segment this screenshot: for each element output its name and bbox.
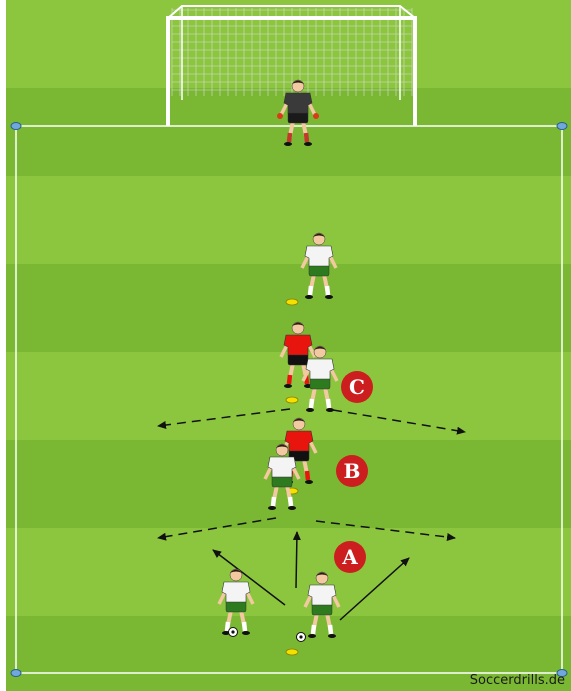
- cone-icon: [285, 648, 299, 656]
- player-white-icon: [217, 568, 255, 635]
- grass-stripe: [6, 528, 571, 616]
- watermark: Soccerdrills.de: [469, 673, 565, 688]
- player-red-icon: [279, 321, 317, 388]
- station-label-a: A: [341, 545, 358, 569]
- player-white-icon: [263, 443, 301, 510]
- field-boundary: [15, 125, 563, 674]
- goalkeeper-icon: [277, 79, 319, 146]
- cone-icon: [285, 298, 299, 306]
- run-arrow-icon: [315, 520, 456, 541]
- station-badge-b: B: [336, 455, 368, 487]
- marker-disc-icon: [556, 669, 568, 677]
- pass-arrow-icon: [212, 549, 286, 606]
- marker-disc-icon: [556, 122, 568, 130]
- player-white-icon: [300, 232, 338, 299]
- cone-icon: [285, 396, 299, 404]
- balls: [228, 627, 306, 642]
- player-white-icon: [303, 571, 341, 638]
- station-label-c: C: [349, 375, 365, 399]
- grass-stripe: [6, 176, 571, 264]
- pass-arrow-icon: [339, 557, 410, 621]
- pass-arrows: [212, 531, 410, 621]
- grass-stripe: [6, 352, 571, 440]
- ball-icon: [296, 632, 306, 642]
- marker-disc-icon: [10, 669, 22, 677]
- run-arrow-icon: [332, 409, 466, 435]
- corner-markers: [10, 122, 568, 677]
- station-label-b: B: [344, 459, 361, 483]
- players: [217, 79, 341, 638]
- run-arrow-icon: [157, 408, 291, 429]
- pass-arrow-icon: [292, 531, 301, 589]
- marker-disc-icon: [10, 122, 22, 130]
- player-white-icon: [301, 345, 339, 412]
- goal-icon: [166, 5, 417, 126]
- run-arrows: [157, 408, 466, 541]
- grass-stripe: [6, 0, 571, 88]
- station-badge-c: C: [341, 371, 373, 403]
- run-arrow-icon: [157, 517, 277, 541]
- ball-icon: [228, 627, 238, 637]
- grass-field: [6, 0, 571, 691]
- station-badge-a: A: [334, 541, 366, 573]
